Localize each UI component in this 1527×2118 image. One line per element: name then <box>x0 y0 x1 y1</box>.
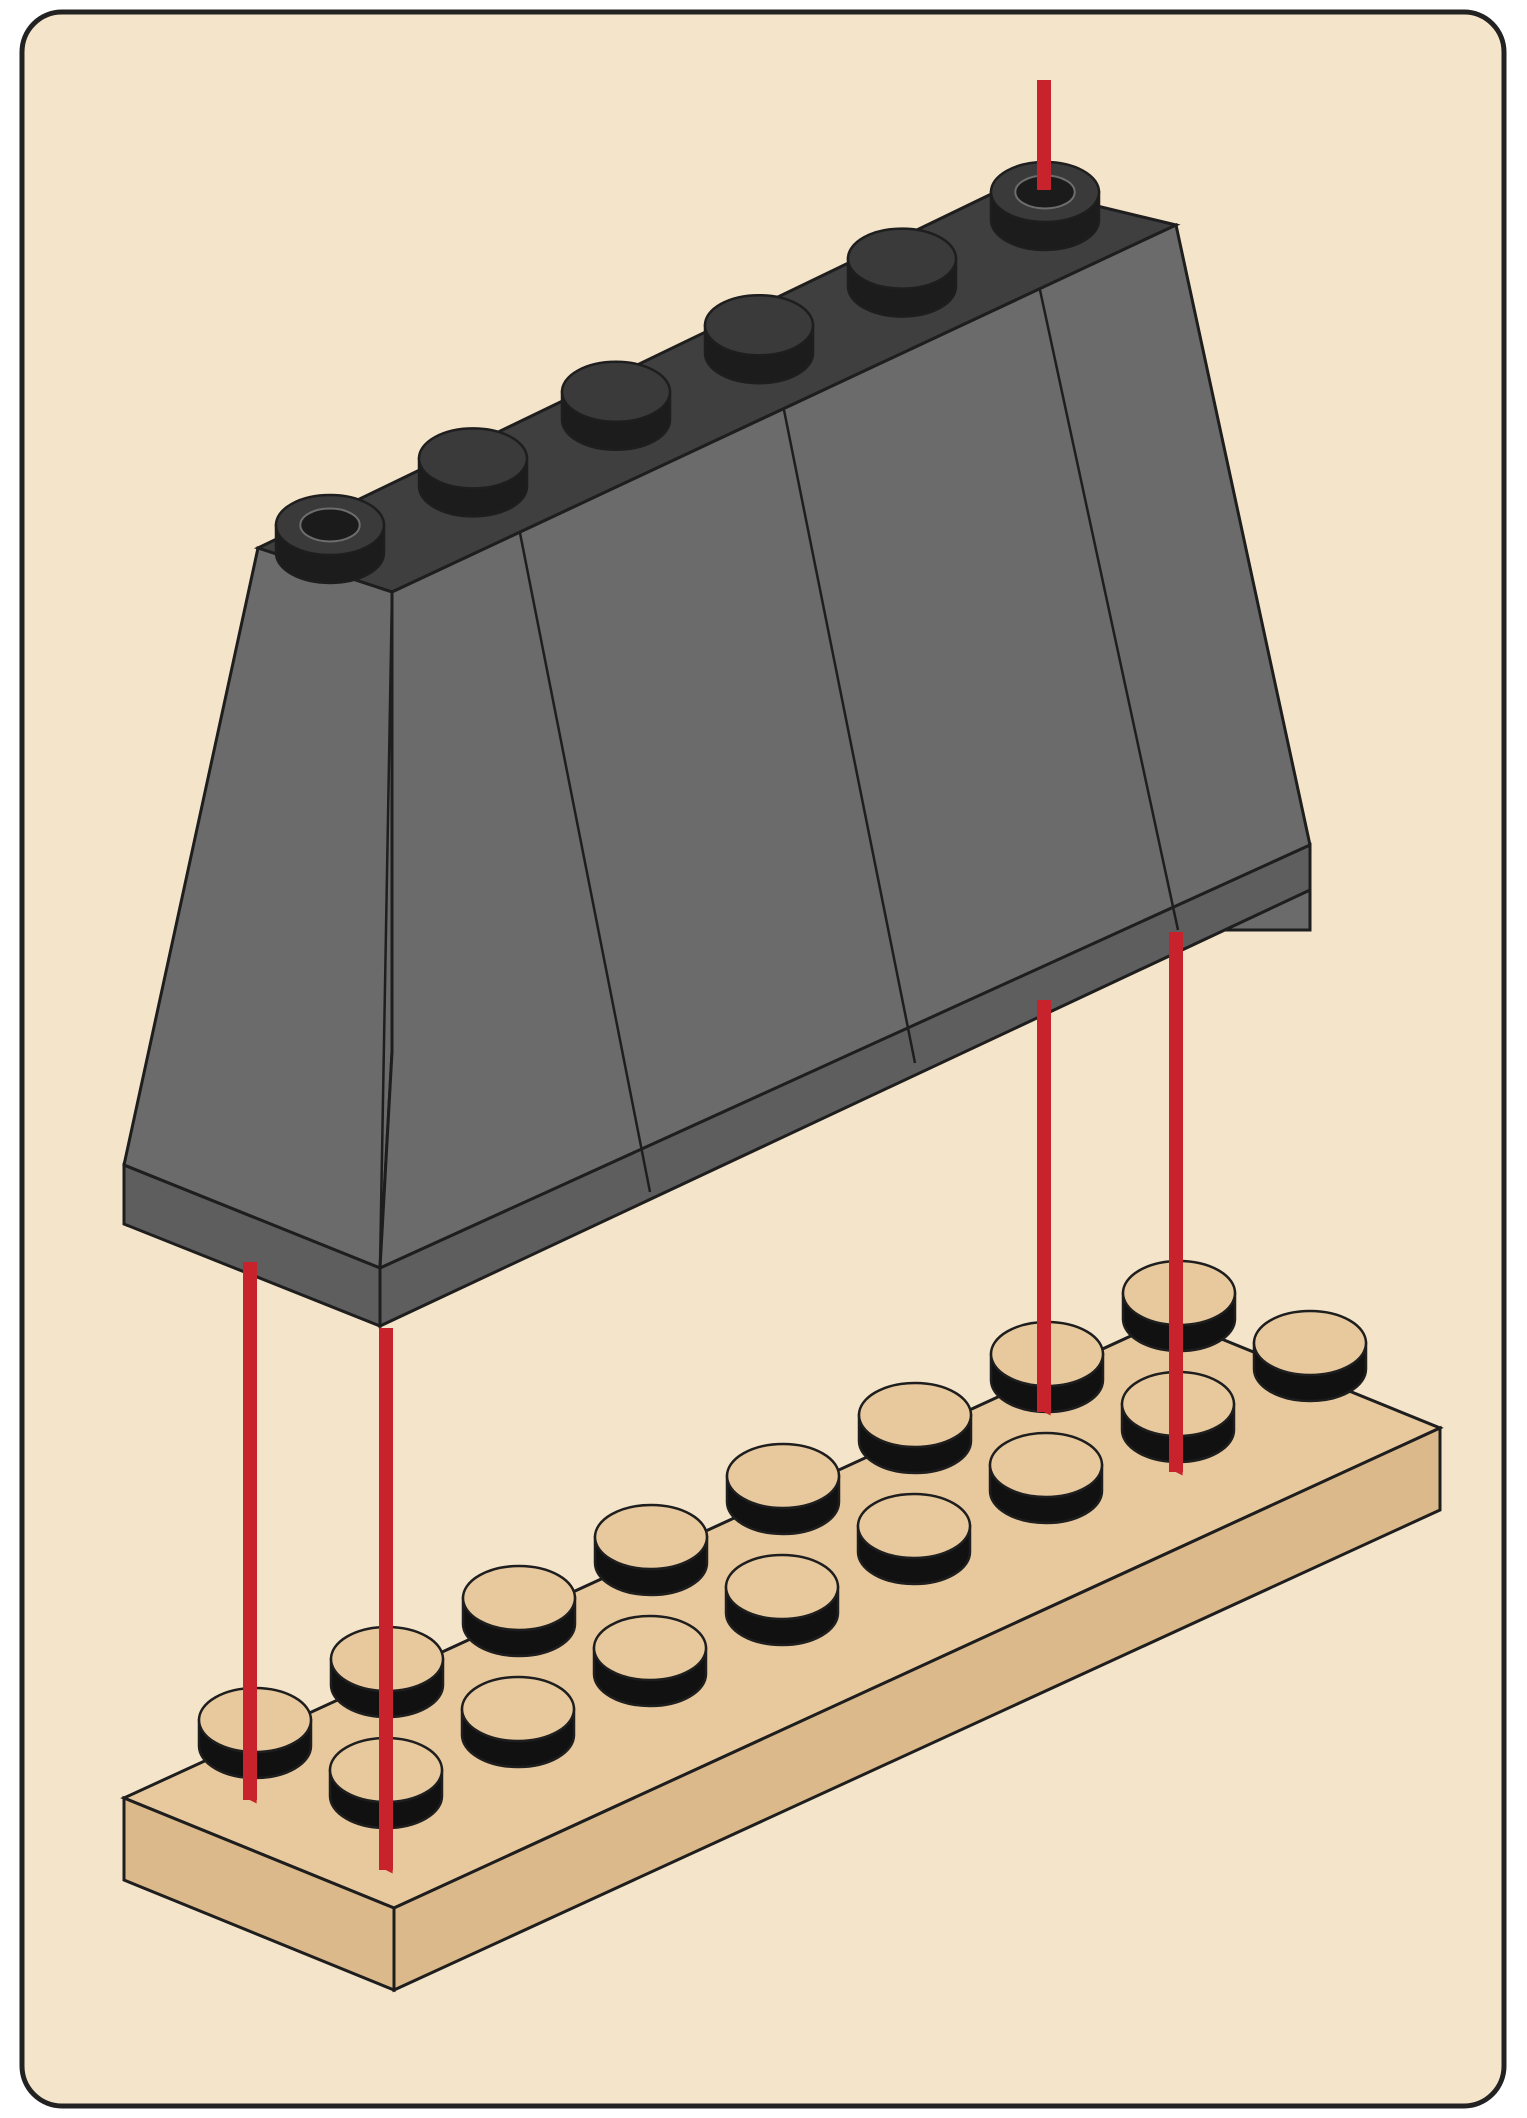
stud <box>595 1505 707 1595</box>
stud <box>462 1677 574 1767</box>
stud <box>594 1616 706 1706</box>
stud <box>419 428 527 516</box>
stud <box>848 229 956 317</box>
stud <box>562 362 670 450</box>
stud <box>858 1494 970 1584</box>
stud <box>990 1433 1102 1523</box>
stud <box>726 1555 838 1645</box>
hollow-stud <box>276 495 384 583</box>
stud <box>727 1444 839 1534</box>
stud <box>1254 1311 1366 1401</box>
stud <box>463 1566 575 1656</box>
stud <box>859 1383 971 1473</box>
stud <box>705 295 813 383</box>
